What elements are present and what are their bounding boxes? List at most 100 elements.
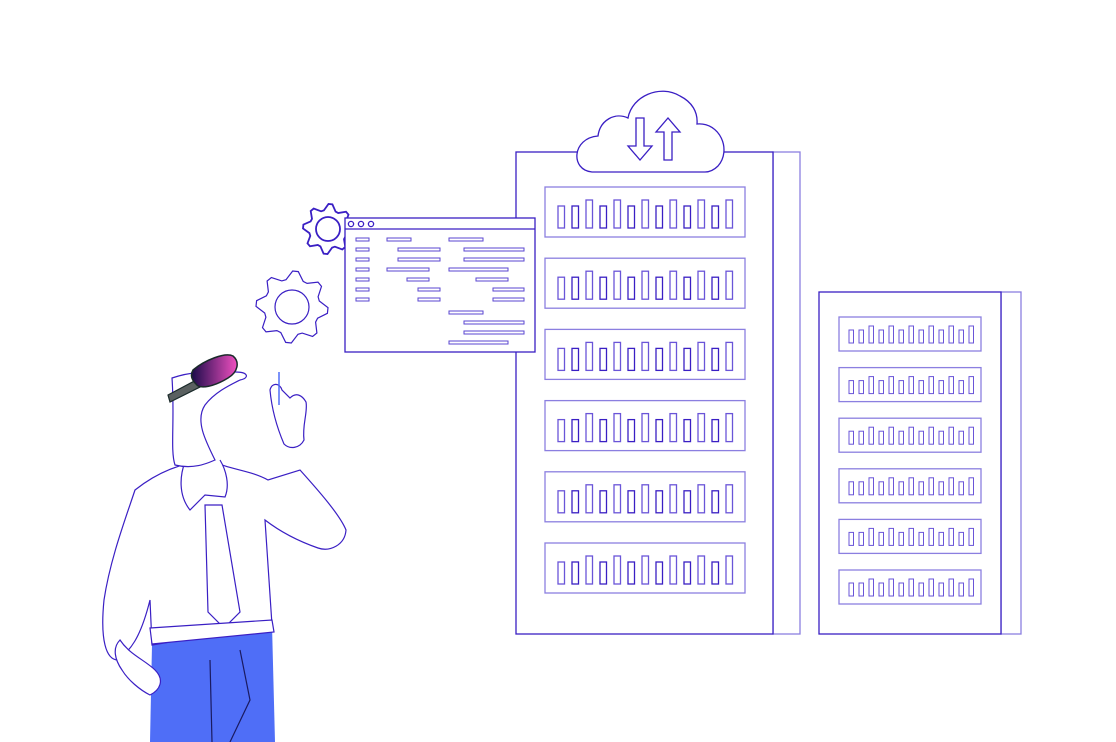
vr-headset-icon [190,354,238,388]
server-bar [908,477,914,496]
server-bar [669,341,678,372]
server-bar [938,430,944,445]
server-bar [557,418,566,443]
server-bar [571,276,580,300]
server-bar [669,199,678,229]
server-bar [848,531,854,546]
main-server-rack [515,151,801,635]
server-bar [599,561,608,585]
server-bar [898,481,904,496]
server-bar [878,582,884,597]
server-bar [725,199,734,229]
neck-head [171,371,247,468]
server-bar [918,582,924,597]
server-bar [613,555,622,585]
server-bar [898,531,904,546]
collar [180,459,228,511]
code-line [386,237,412,242]
code-line [463,330,525,335]
server-bar [858,380,864,395]
server-bar [627,276,636,300]
code-line [355,267,370,272]
server-bar [858,481,864,496]
server-bar [848,430,854,445]
server-bar [888,527,894,546]
server-bar [968,325,974,344]
server-bar [898,380,904,395]
server-bar [938,531,944,546]
server-slot [838,468,982,504]
server-bar [958,531,964,546]
server-bar [613,484,622,514]
server-bar [557,205,566,229]
server-bar [655,347,664,372]
server-slot [544,257,746,309]
server-slot [544,542,746,594]
server-bar [669,555,678,585]
server-bar [868,578,874,597]
code-line [448,267,509,272]
server-bar [938,582,944,597]
code-line [355,287,370,292]
code-line [417,297,441,302]
server-bar [948,426,954,445]
server-bar [585,341,594,372]
raised-hand [269,383,308,449]
server-bar [683,490,692,514]
server-bar [641,555,650,585]
server-bar [918,481,924,496]
server-bar [868,426,874,445]
code-line [355,247,370,252]
server-bar [888,376,894,395]
server-bar [669,412,678,443]
server-bar [627,418,636,443]
server-bar [571,561,580,585]
server-bar [683,347,692,372]
cloud-sync-icon [576,90,725,173]
server-bar [599,276,608,300]
server-bar [683,418,692,443]
server-bar [725,412,734,443]
server-bar [918,329,924,344]
server-bar [968,426,974,445]
server-bar [958,481,964,496]
server-bar [888,477,894,496]
code-line [355,297,370,302]
server-bar [868,527,874,546]
server-bar [918,430,924,445]
server-bar [948,527,954,546]
code-line [355,237,370,242]
server-slot [544,186,746,238]
server-bar [655,276,664,300]
server-slot [544,399,746,452]
server-bar [571,205,580,229]
server-slot [838,316,982,352]
server-bar [725,555,734,585]
server-bar [585,199,594,229]
server-bar [613,341,622,372]
server-bar [599,347,608,372]
server-bar [878,481,884,496]
code-line [492,297,525,302]
server-bar [908,325,914,344]
server-slot [544,471,746,523]
server-bar [948,376,954,395]
server-bar [868,477,874,496]
server-bar [683,276,692,300]
server-bar [571,347,580,372]
server-bar [938,380,944,395]
server-bar [888,325,894,344]
server-bar [585,270,594,300]
server-bar [697,484,706,514]
server-bar [683,561,692,585]
server-bar [557,561,566,585]
download-arrow-icon [626,117,654,161]
server-bar [968,376,974,395]
server-bar [968,527,974,546]
window-dot [357,220,365,228]
server-bar [711,561,720,585]
server-bar [627,561,636,585]
server-bar [898,329,904,344]
code-window [344,217,536,353]
server-bar [908,426,914,445]
